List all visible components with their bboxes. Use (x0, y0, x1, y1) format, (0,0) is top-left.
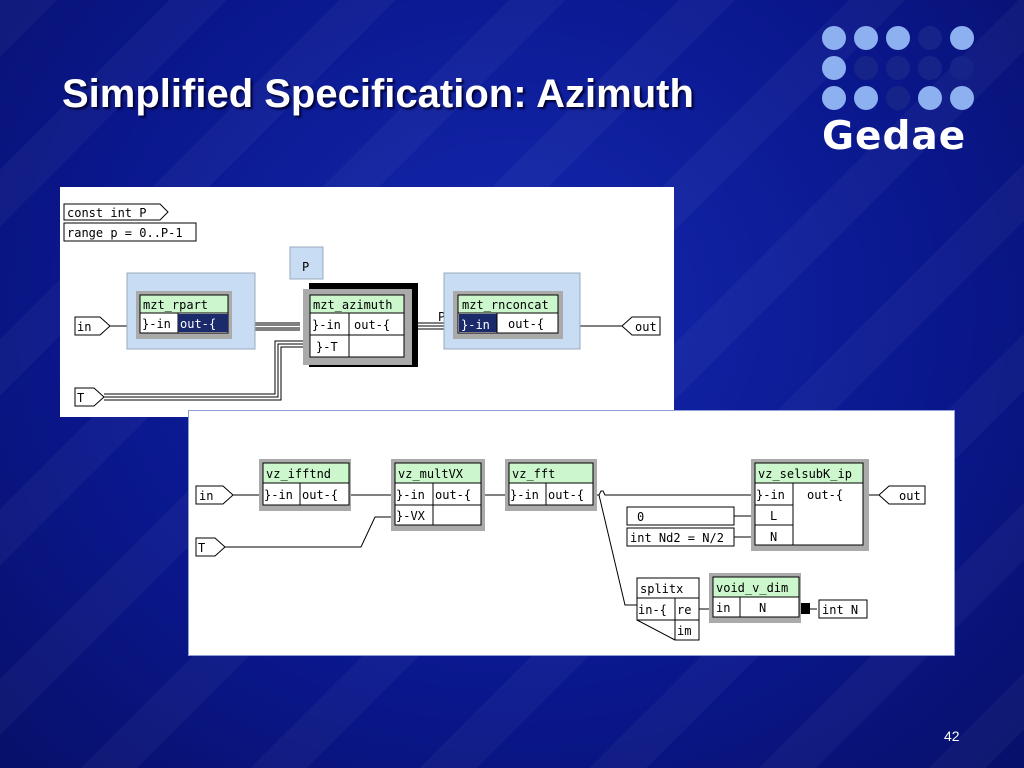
port-re: re (677, 603, 691, 617)
constant-zero[interactable]: 0 (626, 506, 735, 526)
box-name: vz_multVX (398, 467, 464, 481)
input-in-label: in (77, 320, 91, 334)
output-out-label: out (635, 320, 657, 334)
bottom-wires (225, 490, 879, 610)
box-name: vz_selsubK_ip (758, 467, 852, 481)
azimuth-bottom-diagram: in T vz_ifftnd }-in (188, 410, 955, 656)
port-out: out-{ (354, 318, 390, 332)
terminal-label: int N (822, 603, 858, 617)
box-name: void_v_dim (716, 581, 788, 595)
box-vz-ifftnd[interactable]: vz_ifftnd }-in out-{ (259, 459, 351, 511)
terminal-int-n[interactable]: int N (818, 599, 868, 619)
box-mzt-azimuth[interactable]: mzt_azimuth }-in out-{ }-T (303, 283, 418, 367)
constant-nd2-label: int Nd2 = N/2 (630, 531, 724, 545)
constant-nd2[interactable]: int Nd2 = N/2 (626, 527, 735, 547)
port-out: out-{ (548, 488, 584, 502)
box-name: mzt_azimuth (313, 298, 392, 312)
param-range: range p = 0..P-1 (67, 226, 183, 240)
port-in: }-in (142, 317, 171, 331)
slide-title: Simplified Specification: Azimuth (62, 72, 694, 116)
box-vz-fft[interactable]: vz_fft }-in out-{ (505, 459, 597, 511)
p-tag[interactable]: P (289, 246, 324, 280)
wire-label-p-right: P (438, 310, 445, 324)
box-name: mzt_rpart (143, 298, 208, 312)
port-out: out-{ (435, 488, 471, 502)
port-in: }-in (461, 318, 490, 332)
port-in: }-in (396, 488, 425, 502)
param-const: const int P (67, 206, 146, 220)
port-out: out-{ (508, 317, 544, 331)
p-tag-label: P (302, 260, 309, 274)
input-t[interactable]: T (195, 537, 226, 557)
box-mzt-rnconcat[interactable]: mzt_rnconcat }-in out-{ (443, 272, 581, 350)
port-in: in-{ (638, 603, 667, 617)
param-box[interactable]: const int P range p = 0..P-1 (63, 203, 197, 242)
port-connector (801, 603, 810, 614)
port-out: out-{ (807, 488, 843, 502)
port-im: im (677, 624, 691, 638)
port-in: }-in (510, 488, 539, 502)
azimuth-top-diagram: const int P range p = 0..P-1 P in T (60, 187, 674, 417)
constant-zero-label: 0 (637, 510, 644, 524)
port-t: }-T (316, 340, 338, 354)
gedae-logo: Gedae (820, 24, 978, 164)
box-vz-selsubk-ip[interactable]: vz_selsubK_ip }-in out-{ L N (751, 459, 869, 551)
input-t-label: T (198, 541, 205, 555)
box-vz-multvx[interactable]: vz_multVX }-in out-{ }-VX (391, 459, 485, 531)
logo-dot-grid (822, 26, 974, 110)
output-out[interactable]: out (621, 316, 661, 336)
port-n: N (759, 601, 766, 615)
port-in: }-in (312, 318, 341, 332)
box-name: vz_fft (512, 467, 555, 481)
box-mzt-rpart[interactable]: mzt_rpart }-in out-{ (126, 272, 256, 350)
input-in-label: in (199, 489, 213, 503)
box-splitx[interactable]: splitx in-{ re im (636, 577, 700, 641)
box-void-v-dim[interactable]: void_v_dim in N (709, 573, 801, 623)
input-t-label: T (77, 391, 84, 405)
port-out: out-{ (302, 488, 338, 502)
page-number: 42 (944, 728, 960, 744)
input-in[interactable]: in (195, 485, 234, 505)
output-out[interactable]: out (878, 485, 926, 505)
input-t[interactable]: T (74, 387, 105, 407)
box-name: splitx (640, 582, 683, 596)
port-vx: }-VX (396, 509, 426, 523)
port-in: }-in (264, 488, 293, 502)
port-in: in (716, 601, 730, 615)
port-n: N (770, 530, 777, 544)
logo-text: Gedae (822, 114, 967, 159)
port-in: }-in (756, 488, 785, 502)
port-l: L (770, 509, 777, 523)
box-name: mzt_rnconcat (462, 298, 549, 312)
box-name: vz_ifftnd (266, 467, 331, 481)
port-out: out-{ (180, 317, 216, 331)
output-out-label: out (899, 489, 921, 503)
input-in[interactable]: in (74, 316, 111, 336)
